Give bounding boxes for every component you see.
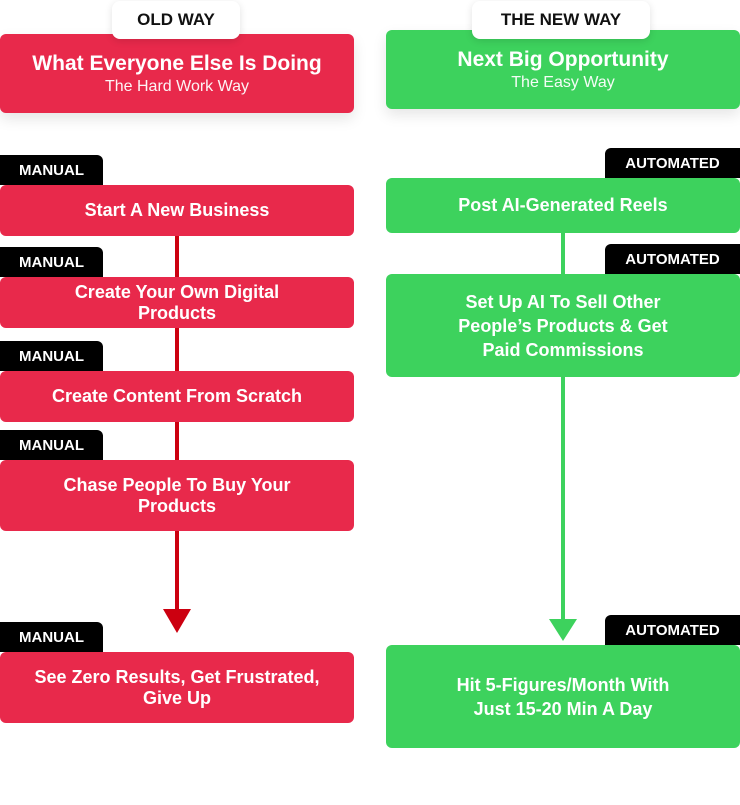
old-step-start-business: Start A New Business — [0, 185, 354, 236]
new-way-header-title: Next Big Opportunity — [457, 48, 669, 71]
new-way-header-subtitle: The Easy Way — [511, 74, 615, 91]
arrow-down-icon — [549, 619, 577, 641]
new-step-sell-products: Set Up AI To Sell Other People’s Product… — [386, 274, 740, 377]
new-step-five-figures: Hit 5-Figures/Month With Just 15-20 Min … — [386, 645, 740, 748]
old-step-digital-products: Create Your Own Digital Products — [0, 277, 354, 328]
step-tag: MANUAL — [0, 430, 103, 460]
old-way-header-subtitle: The Hard Work Way — [104, 78, 250, 95]
step-tag: MANUAL — [0, 341, 103, 371]
new-way-connector-line — [561, 232, 565, 625]
old-step-zero-results: See Zero Results, Get Frustrated, Give U… — [0, 652, 354, 723]
step-tag: AUTOMATED — [605, 244, 740, 274]
old-way-connector-line — [175, 236, 179, 614]
step-tag: MANUAL — [0, 622, 103, 652]
arrow-down-icon — [163, 609, 191, 633]
old-step-chase-people: Chase People To Buy Your Products — [0, 460, 354, 531]
step-tag: AUTOMATED — [605, 148, 740, 178]
old-way-header: What Everyone Else Is Doing The Hard Wor… — [0, 34, 354, 113]
new-way-header: Next Big Opportunity The Easy Way — [386, 30, 740, 109]
old-way-header-title: What Everyone Else Is Doing — [32, 52, 322, 75]
new-way-pill: THE NEW WAY — [472, 1, 650, 39]
old-step-create-content: Create Content From Scratch — [0, 371, 354, 422]
step-tag: MANUAL — [0, 155, 103, 185]
old-way-pill: OLD WAY — [112, 1, 240, 39]
step-tag: AUTOMATED — [605, 615, 740, 645]
step-tag: MANUAL — [0, 247, 103, 277]
new-step-post-reels: Post AI-Generated Reels — [386, 178, 740, 233]
